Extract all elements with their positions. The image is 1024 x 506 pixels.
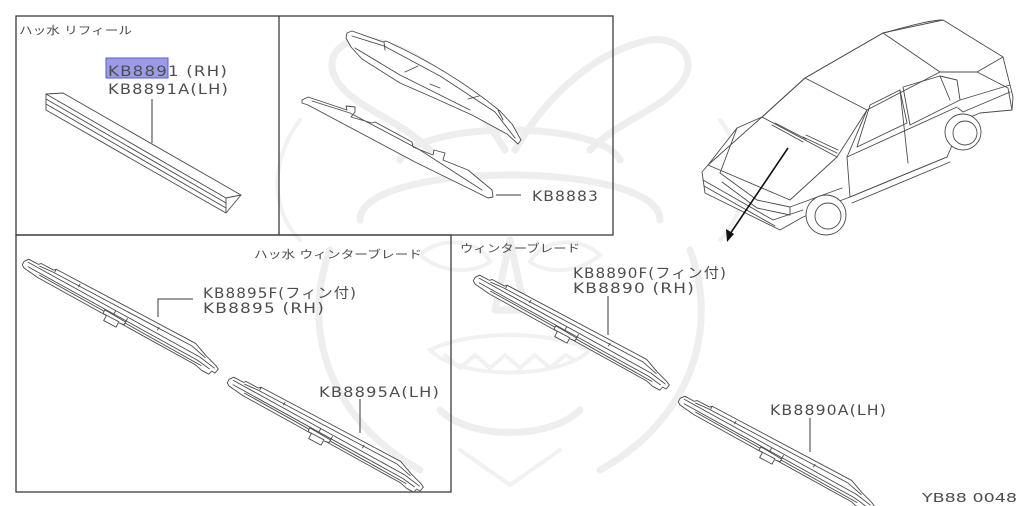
part-label-kb8891a-lh[interactable]: KB8891A(LH) [108,82,229,98]
lower-left-panel-frame [15,234,452,493]
part-label-kb8895f[interactable]: KB8895F(フィン付) [203,286,357,302]
winter-blade-rh-drawing [16,253,225,380]
part-label-kb8890f[interactable]: KB8890F(フィン付) [573,266,727,282]
refill-panel: ハッ水 リフィール KB8891 (RH) KB8891A(LH) [19,24,242,214]
car-illustration [701,19,1014,242]
part-label-kb8895-rh[interactable]: KB8895 (RH) [203,301,325,317]
panel-frames [15,15,614,493]
winter-panel-title: ウィンターブレード [460,241,580,255]
figure-id: YB88 0048 [921,490,1017,505]
arrow-head-icon [726,229,734,242]
blade-assembly-panel: KB8883 [301,30,599,205]
blade-holder-drawing [301,96,494,199]
part-label-kb8890-rh[interactable]: KB8890 (RH) [573,281,695,297]
wiper-arm-drawing [345,30,522,145]
water-repellent-winter-blade-panel: ハッ水 ウィンターブレード KB8895F(フィン付) KB8895 (RH) … [16,247,440,498]
leader-line [157,298,193,317]
part-label-kb8891-rh[interactable]: KB8891 (RH) [108,64,228,80]
part-label-kb8890a-lh[interactable]: KB8890A(LH) [770,403,887,419]
winter-blade-panel: ウィンターブレード KB8890F(フィン付) KB8890 (RH) KB88… [460,241,887,506]
part-label-kb8895a-lh[interactable]: KB8895A(LH) [319,385,440,401]
refill-panel-title: ハッ水 リフィール [19,24,132,37]
water-repellent-winter-panel-title: ハッ水 ウィンターブレード [254,247,422,261]
refill-strip-drawing [45,92,242,214]
watermark [275,36,745,488]
part-label-kb8883[interactable]: KB8883 [532,189,599,205]
front-wheel [805,194,847,236]
search-highlight [105,57,169,79]
location-arrow [729,147,789,235]
